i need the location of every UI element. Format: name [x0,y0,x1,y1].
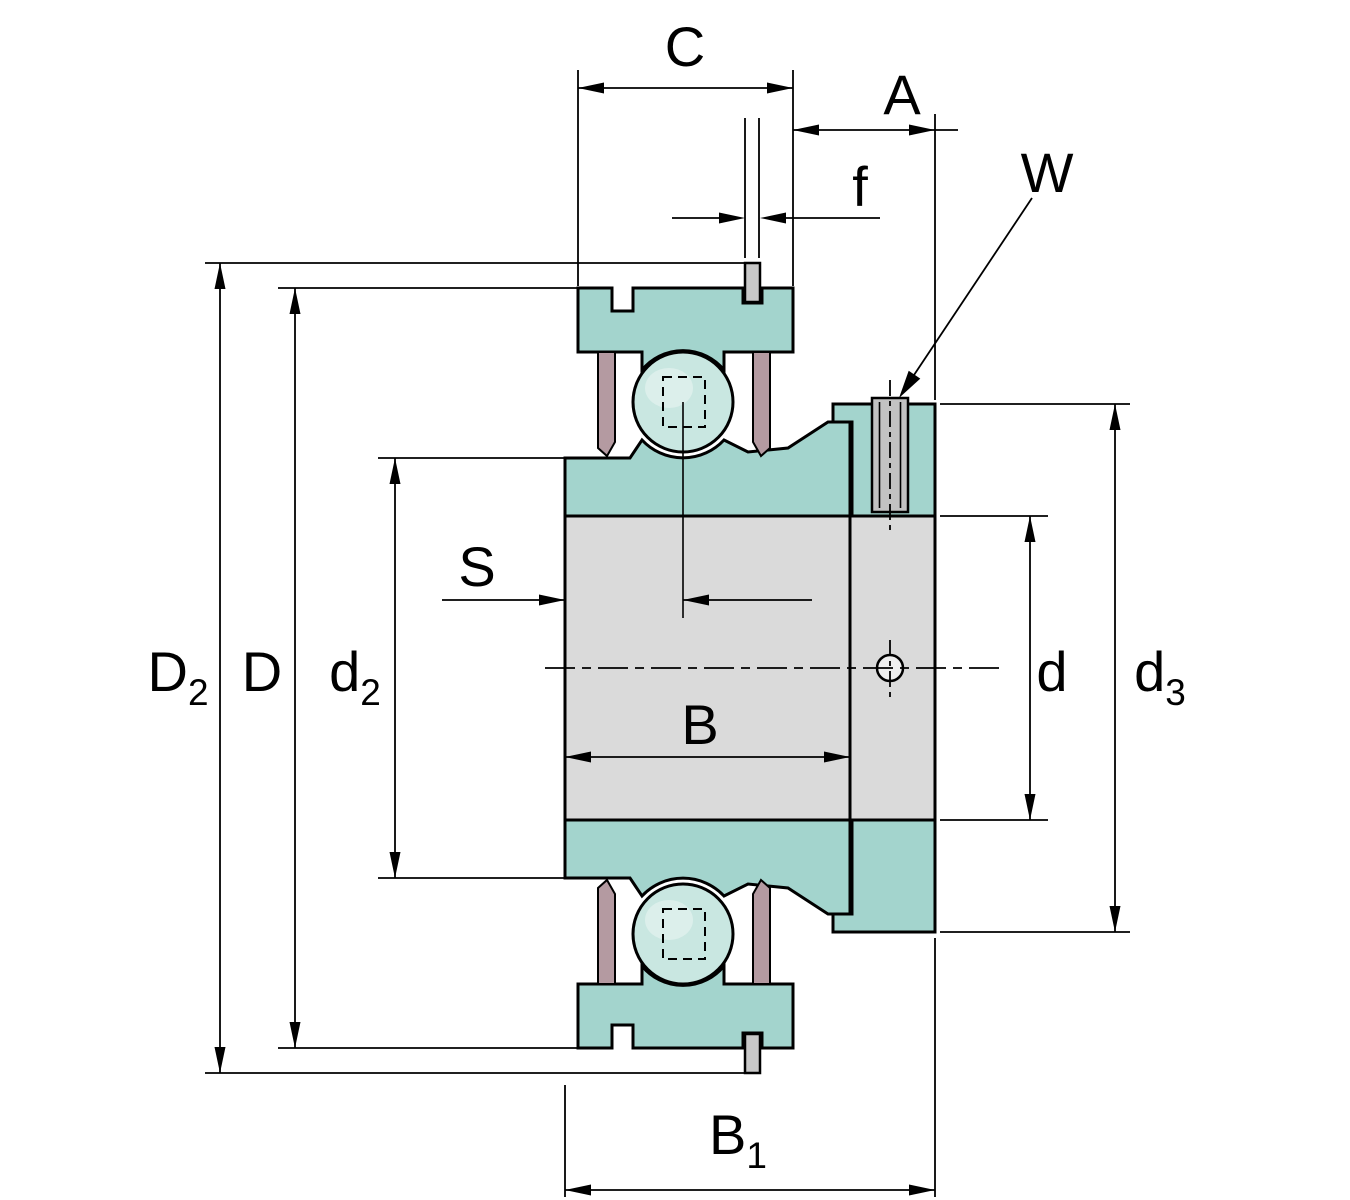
arrowhead [539,594,565,606]
dim-B [565,751,850,763]
dim-D [278,287,588,1049]
dimensions [205,70,1130,1197]
arrowhead [683,594,709,606]
arrowhead [899,370,921,398]
inner-ring-top [563,420,852,518]
label-B1: B1 [709,1103,767,1176]
ball-top-highlight [645,368,693,408]
centerlines [545,376,1000,960]
label-d3: d3 [1134,640,1186,713]
arrowhead [909,1184,935,1196]
arrowhead [289,1022,301,1048]
ball-section-box-bottom [662,908,706,960]
dim-d [940,515,1048,821]
arrowhead [214,263,226,289]
seal-top-right [752,351,771,458]
locating-pin-bottom [743,1032,762,1075]
dim-f [672,118,880,258]
arrowhead [909,124,935,136]
arrowhead [578,82,604,94]
inner-ring-bottom [563,818,852,916]
label-B: B [681,693,718,756]
label-W: W [1021,141,1074,204]
arrowhead [719,212,745,224]
label-A: A [883,63,921,126]
dim-d3 [940,403,1130,933]
label-D: D [242,640,282,703]
locating-pin-top [743,261,762,304]
seal-top-left [597,351,616,458]
seal-bottom-right [752,878,771,985]
outer-ring-top [576,286,795,375]
part-geometry [563,261,937,1075]
arrowhead [1109,404,1121,430]
dim-A [793,114,958,400]
arrowhead [1024,794,1036,820]
arrowhead [767,82,793,94]
label-f: f [852,155,868,218]
ball-bottom [631,882,735,986]
leader-line-W [909,197,1033,382]
label-d: d [1036,640,1067,703]
dim-S [442,594,812,606]
arrowhead [824,751,850,763]
ball-bottom-highlight [645,900,693,940]
seal-bottom-left [597,878,616,985]
dim-C [577,70,794,286]
locking-collar-bottom [831,818,937,934]
arrowhead [1109,906,1121,932]
ball-section-box-top [662,376,706,428]
arrowhead [214,1047,226,1073]
dim-W [899,197,1033,398]
arrowhead [1024,516,1036,542]
arrowhead [289,288,301,314]
label-C: C [665,15,705,78]
arrowhead [389,458,401,484]
label-d2: d2 [329,640,381,713]
dimension-labels: C A f W D2 D d2 S B d d3 B1 [147,15,1185,1176]
label-D2: D2 [147,640,208,713]
arrowhead [389,852,401,878]
arrowhead [760,212,786,224]
arrowhead [793,124,819,136]
arrowhead [565,751,591,763]
dim-d2 [378,457,600,879]
arrowhead [565,1184,591,1196]
dim-B1 [564,938,936,1197]
outer-ring-bottom [576,961,795,1050]
label-S: S [458,535,495,598]
dim-D2 [205,262,744,1074]
